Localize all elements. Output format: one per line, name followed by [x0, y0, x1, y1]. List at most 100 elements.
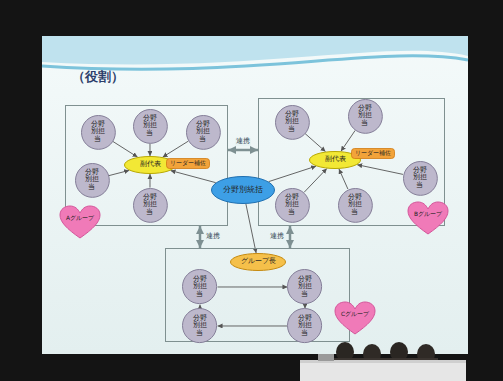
node-label: 分野別担当: [193, 121, 214, 142]
outline: [186, 115, 220, 149]
node-label: リーダー補佐: [355, 150, 391, 157]
node-label: リーダー補佐: [170, 160, 206, 167]
node-label: 分野別担当: [410, 167, 431, 188]
report-arrow: [246, 204, 256, 253]
outline: [231, 254, 286, 271]
outline: [275, 188, 309, 222]
heart-shape: [334, 301, 376, 335]
node-label: 分野別担当: [295, 315, 316, 336]
report-arrow: [305, 134, 325, 152]
heart-outline: [335, 302, 375, 334]
node-label: 分野別担当: [282, 111, 303, 132]
heart-shape: [407, 201, 449, 235]
node-label: 分野別担当: [282, 194, 303, 215]
edge-label: 連携: [269, 233, 285, 241]
cooperation-arrow: [199, 226, 202, 248]
report-arrow: [163, 141, 189, 157]
member-circle: 分野別担当: [182, 269, 217, 304]
outline: [75, 163, 109, 197]
report-arrow: [269, 166, 316, 181]
report-arrow: [218, 286, 288, 287]
member-circle: 分野別担当: [275, 188, 310, 223]
member-circle: 分野別担当: [81, 115, 116, 150]
member-circle: 分野別担当: [133, 188, 168, 223]
outline: [133, 109, 167, 143]
report-arrow: [339, 169, 348, 189]
member-circle: 分野別担当: [275, 105, 310, 140]
report-arrow: [218, 325, 288, 326]
group-name: Cグループ: [334, 311, 376, 317]
member-circle: 分野別担当: [287, 308, 322, 343]
report-arrow: [149, 174, 150, 188]
member-circle: 分野別担当: [182, 308, 217, 343]
node-label: 分野別担当: [355, 105, 376, 126]
group-name: Aグループ: [59, 215, 101, 221]
group-heart: Cグループ: [334, 301, 376, 335]
report-arrow: [149, 143, 150, 156]
node-label: 分野別担当: [140, 115, 161, 136]
member-circle: 分野別担当: [348, 99, 383, 134]
member-circle: 分野別担当: [75, 163, 110, 198]
node-label: 分野別担当: [345, 194, 366, 215]
node-label: 分野別担当: [190, 276, 211, 297]
group-box: Bグループ分野別担当分野別担当分野別担当分野別担当分野別担当副代表リーダー補佐: [258, 98, 445, 226]
coordinator-ellipse: 分野別統括: [211, 176, 275, 204]
outline: [133, 188, 167, 222]
outline: [348, 99, 382, 133]
role-tag: リーダー補佐: [166, 158, 210, 169]
projected-slide: [42, 36, 468, 354]
slide-wave-line: [42, 56, 468, 69]
report-arrow: [357, 165, 403, 175]
laptop: [318, 354, 334, 361]
node-label: 副代表: [325, 156, 346, 164]
table-cloth: [300, 362, 466, 381]
edge-label: 連携: [205, 233, 221, 241]
role-tag: リーダー補佐: [351, 148, 395, 159]
outline: [167, 158, 210, 168]
outline: [288, 309, 322, 343]
outline: [212, 177, 275, 204]
outline: [352, 148, 395, 158]
node-label: 分野別担当: [295, 276, 316, 297]
member-circle: 分野別担当: [287, 269, 322, 304]
group-heart: Aグループ: [59, 205, 101, 239]
node-label: 副代表: [140, 161, 161, 169]
member-circle: 分野別担当: [403, 161, 438, 196]
outline: [183, 270, 217, 304]
group-heart: Bグループ: [407, 201, 449, 235]
heart-shape: [59, 205, 101, 239]
node-label: グループ長: [241, 258, 276, 266]
leader-oval: グループ長: [230, 253, 286, 271]
cooperation-arrow: [228, 149, 258, 152]
group-name: Bグループ: [407, 211, 449, 217]
group-box: Cグループグループ長分野別担当分野別担当分野別担当分野別担当: [165, 248, 350, 342]
slide-title: （役割）: [72, 68, 124, 86]
node-label: 分野別担当: [88, 121, 109, 142]
outline: [81, 115, 115, 149]
member-circle: 分野別担当: [186, 115, 221, 150]
report-arrow: [304, 169, 327, 193]
report-arrow: [304, 305, 305, 309]
node-label: 分野別担当: [82, 169, 103, 190]
node-label: 分野別統括: [223, 186, 263, 195]
outline: [338, 188, 372, 222]
cooperation-arrow: [289, 226, 292, 248]
node-label: 分野別担当: [190, 315, 211, 336]
report-arrow: [199, 305, 200, 309]
heart-outline: [60, 206, 100, 238]
member-circle: 分野別担当: [133, 109, 168, 144]
outline: [403, 161, 437, 195]
report-arrow: [109, 170, 129, 175]
report-arrow: [113, 141, 138, 157]
outline: [288, 270, 322, 304]
report-arrow: [171, 171, 216, 183]
outline: [275, 105, 309, 139]
outline: [183, 309, 217, 343]
heart-outline: [408, 202, 448, 234]
edge-label: 連携: [235, 138, 251, 146]
group-box: Aグループ分野別担当分野別担当分野別担当分野別担当分野別担当副代表リーダー補佐: [65, 105, 228, 226]
slide-wave: [42, 36, 468, 65]
node-label: 分野別担当: [140, 194, 161, 215]
member-circle: 分野別担当: [338, 188, 373, 223]
